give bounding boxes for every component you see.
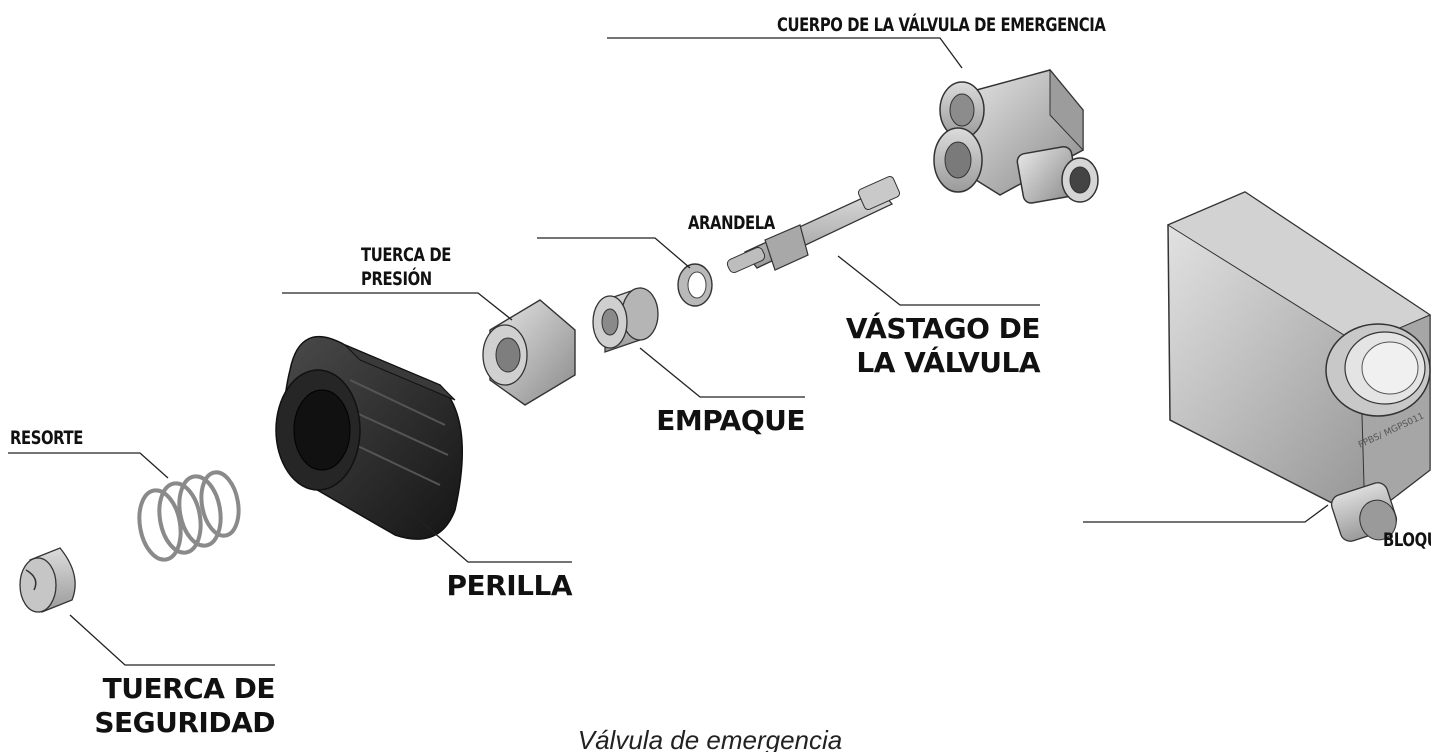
label-tuerca-presion-2: PRESIÓN (361, 266, 432, 291)
label-tuerca-seguridad-1: TUERCA DE (103, 672, 275, 705)
safety-nut-part (19, 547, 76, 613)
leader-lines (8, 37, 1329, 666)
leader-tuerca-presion (282, 292, 513, 321)
part-labels: CUERPO DE LA VÁLVULA DE EMERGENCIA ARAND… (10, 12, 1431, 739)
leader-vastago (837, 255, 1040, 306)
label-tuerca-presion-1: TUERCA DE (361, 244, 451, 266)
label-perilla: PERILLA (447, 569, 573, 602)
packing-part (592, 287, 659, 353)
leader-arandela (537, 237, 691, 269)
washer-part (677, 263, 713, 307)
label-tuerca-seguridad-2: SEGURIDAD (94, 706, 275, 739)
leader-bloque (1083, 504, 1329, 523)
leader-tuerca-seguridad (69, 614, 275, 666)
side-block-part: FPBS/ MGPS011 (1166, 191, 1431, 542)
label-cuerpo: CUERPO DE LA VÁLVULA DE EMERGENCIA (777, 12, 1107, 37)
label-vastago-2: LA VÁLVULA (856, 345, 1040, 379)
diagram-caption: Válvula de emergencia (578, 725, 843, 752)
leader-perilla (409, 511, 572, 563)
knob-part (275, 336, 463, 540)
leader-resorte (8, 452, 169, 479)
label-resorte: RESORTE (10, 427, 83, 449)
label-vastago-1: VÁSTAGO DE (846, 311, 1040, 345)
leader-cuerpo (607, 37, 963, 69)
leader-empaque (639, 347, 805, 398)
spring-part (137, 470, 241, 562)
valve-stem-part (726, 176, 901, 274)
label-arandela: ARANDELA (688, 212, 776, 234)
valve-body-part (933, 68, 1099, 204)
pressure-nut-part (482, 299, 576, 406)
label-bloque: BLOQUE LATERAL (1383, 529, 1431, 551)
label-empaque: EMPAQUE (656, 404, 805, 437)
